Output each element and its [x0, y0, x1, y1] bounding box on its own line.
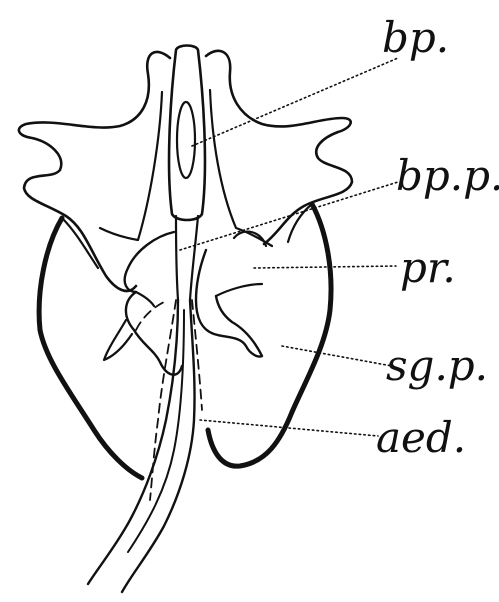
leader-pr — [254, 266, 396, 268]
paramere — [196, 250, 262, 357]
leader-bp — [192, 58, 398, 146]
label-sgp: sg.p. — [386, 341, 488, 390]
leader-lines — [180, 58, 398, 436]
label-pr: pr. — [400, 243, 456, 292]
label-aed: aed. — [376, 413, 466, 462]
label-bpp: bp.p. — [396, 151, 499, 200]
basal-plate-process — [104, 232, 182, 375]
lateral-wings — [19, 51, 352, 291]
labels: bp. bp.p. pr. sg.p. aed. — [376, 13, 499, 462]
leader-sgp — [282, 346, 392, 366]
label-bp: bp. — [382, 13, 449, 62]
basal-plate — [169, 46, 205, 301]
subgenital-plate — [39, 204, 331, 478]
